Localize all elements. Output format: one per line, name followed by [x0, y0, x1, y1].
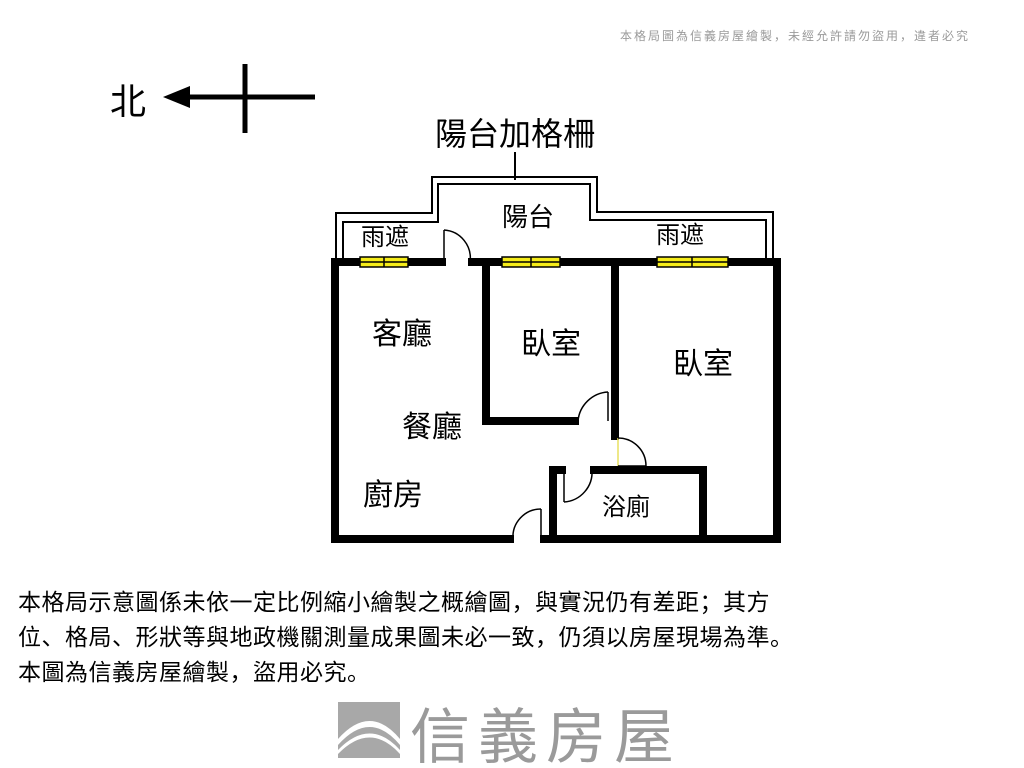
- doors: [443, 229, 647, 540]
- watermark-notice: 本格局圖為信義房屋繪製，未經允許請勿盜用，違者必究: [620, 28, 970, 43]
- awning-right-label: 雨遮: [656, 221, 704, 249]
- disclaimer-line-3: 本圖為信義房屋繪製，盜用必究。: [18, 660, 371, 686]
- door-balcony: [443, 229, 472, 263]
- watermark: 信義房屋 本格局圖為信義房屋繪製，未經允許請勿盜用，違者必究: [338, 28, 970, 768]
- north-arrow-icon: [163, 64, 315, 133]
- disclaimer-line-2: 位、格局、形狀等與地政機關測量成果圖未必一致，仍須以房屋現場為準。: [18, 625, 794, 651]
- door-entrance: [512, 508, 542, 540]
- living-room-label: 客廳: [372, 317, 432, 352]
- window-middle: [501, 256, 561, 268]
- balcony-grille-label: 陽台加格柵: [435, 115, 595, 153]
- door-bedroom: [577, 391, 609, 422]
- window-left: [359, 256, 409, 268]
- awning-left-label: 雨遮: [361, 223, 409, 251]
- kitchen-label: 廚房: [363, 478, 423, 513]
- north-label: 北: [110, 82, 146, 123]
- door-hall: [617, 437, 647, 467]
- bedroom-small-label: 臥室: [521, 327, 581, 362]
- watermark-brand: 信義房屋: [410, 703, 682, 768]
- disclaimer-line-1: 本格局示意圖係未依一定比例縮小繪製之概繪圖，與實況仍有差距；其方: [18, 590, 770, 616]
- dining-room-label: 餐廳: [402, 410, 462, 445]
- bathroom-label: 浴廁: [602, 493, 650, 521]
- brand-logo-icon: [338, 702, 400, 758]
- balcony-outline: [335, 176, 774, 258]
- window-right: [656, 256, 729, 268]
- door-bathroom: [563, 469, 593, 503]
- balcony-label: 陽台: [502, 203, 554, 233]
- windows: [359, 256, 729, 268]
- bedroom-large-label: 臥室: [673, 347, 733, 382]
